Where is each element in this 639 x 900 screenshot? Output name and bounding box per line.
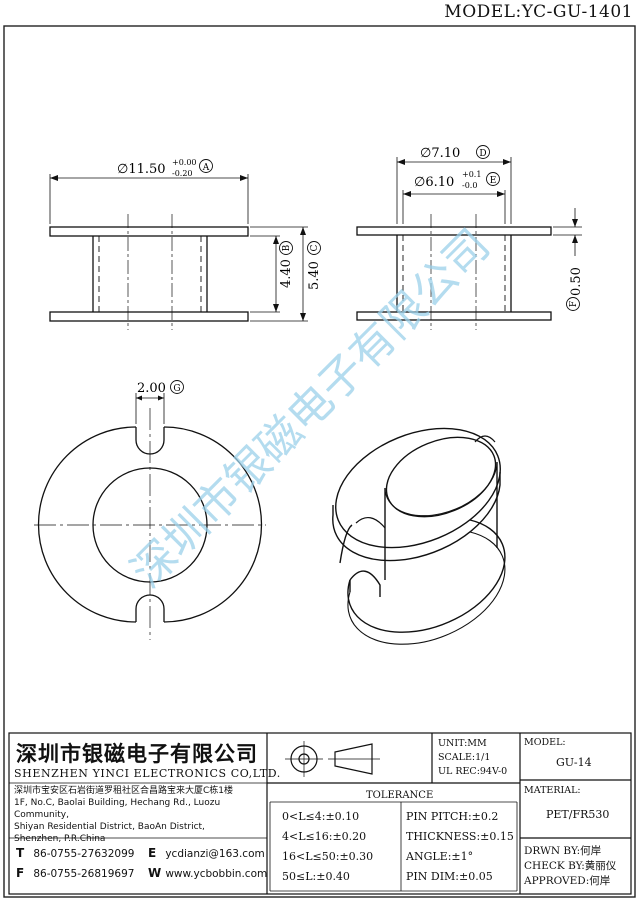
dim-b-ref: B bbox=[282, 244, 292, 251]
tolerance-left-item: 4<L≤16:±0.20 bbox=[282, 830, 367, 843]
drawing-frame bbox=[3, 25, 636, 898]
dim-e-tol-plus: +0.1 bbox=[462, 170, 481, 179]
address-line: Shiyan Residential District, BaoAn Distr… bbox=[14, 821, 205, 832]
tolerance-right-item: PIN PITCH:±0.2 bbox=[406, 810, 499, 823]
dim-d-value: ∅7.10 bbox=[420, 146, 460, 161]
address-line: Shenzhen, P.R.China bbox=[14, 833, 106, 844]
side-view-right bbox=[356, 157, 582, 330]
fax-number: 86-0755-26819697 bbox=[33, 868, 135, 880]
model-label: MODEL: bbox=[524, 737, 566, 748]
dim-f-value: 0.50 bbox=[569, 267, 584, 296]
title-block bbox=[8, 732, 632, 895]
dim-e-ref: E bbox=[490, 176, 497, 186]
dim-d-ref: D bbox=[479, 149, 486, 159]
phone-row: T 86-0755-27632099 bbox=[16, 846, 134, 860]
tolerance-title: TOLERANCE bbox=[366, 790, 434, 801]
phone-number: 86-0755-27632099 bbox=[33, 848, 135, 860]
tolerance-left-item: 16<L≤50:±0.30 bbox=[282, 850, 374, 863]
model-value: GU-14 bbox=[556, 756, 592, 769]
dim-a-tol-minus: -0.20 bbox=[172, 169, 193, 178]
top-view bbox=[34, 393, 266, 640]
model-code-header: MODEL:YC-GU-1401 bbox=[444, 2, 633, 22]
scale-spec: SCALE:1/1 bbox=[438, 752, 491, 763]
dim-g-value: 2.00 bbox=[137, 381, 166, 396]
web-row: W www.ycbobbin.com bbox=[148, 866, 267, 880]
dim-g-ref: G bbox=[173, 384, 180, 394]
email-row: E ycdianzi@163.com bbox=[148, 846, 265, 860]
tolerance-right-item: THICKNESS:±0.15 bbox=[406, 830, 514, 843]
tolerance-right-item: PIN DIM:±0.05 bbox=[406, 870, 493, 883]
dim-c-ref: C bbox=[310, 244, 320, 251]
email-label: E bbox=[148, 846, 157, 860]
isometric-view bbox=[332, 427, 506, 645]
address-line: 1F, No.C, Baolai Building, Hechang Rd., … bbox=[14, 797, 221, 820]
phone-label: T bbox=[16, 846, 25, 860]
dim-e-value: ∅6.10 bbox=[414, 175, 454, 190]
company-address: 深圳市宝安区石岩街道罗租社区合昌路宝来大厦C栋1楼 1F, No.C, Baol… bbox=[14, 786, 269, 845]
tolerance-left-item: 0<L≤4:±0.10 bbox=[282, 810, 360, 823]
address-line: 深圳市宝安区石岩街道罗租社区合昌路宝来大厦C栋1楼 bbox=[14, 786, 234, 796]
unit-spec: UNIT:MM bbox=[438, 738, 487, 749]
dim-f-ref: F bbox=[569, 301, 579, 307]
dim-c-value: 5.40 bbox=[307, 261, 322, 290]
tolerance-left-item: 50≤L:±0.40 bbox=[282, 870, 350, 883]
dim-e-tol-minus: -0.0 bbox=[462, 181, 477, 190]
side-view-left bbox=[49, 174, 308, 330]
email-address: ycdianzi@163.com bbox=[165, 848, 265, 860]
material-label: MATERIAL: bbox=[524, 785, 581, 796]
company-name-cn: 深圳市银磁电子有限公司 bbox=[16, 741, 258, 766]
dim-b-value: 4.40 bbox=[279, 259, 294, 288]
material-value: PET/FR530 bbox=[546, 808, 610, 821]
fax-label: F bbox=[16, 866, 25, 880]
ul-rec-spec: UL REC:94V-0 bbox=[438, 766, 508, 777]
dim-a-value: ∅11.50 bbox=[117, 162, 166, 177]
website: www.ycbobbin.com bbox=[165, 868, 268, 880]
company-name-en: SHENZHEN YINCI ELECTRONICS CO,LTD. bbox=[14, 767, 281, 780]
drawn-by: DRWN BY:何岸 bbox=[524, 845, 602, 857]
dim-a-ref: A bbox=[202, 163, 210, 173]
fax-row: F 86-0755-26819697 bbox=[16, 866, 134, 880]
dim-a-tol-plus: +0.00 bbox=[172, 158, 197, 167]
web-label: W bbox=[148, 866, 162, 880]
tolerance-right-item: ANGLE:±1° bbox=[406, 850, 474, 863]
approved-by: APPROVED:何岸 bbox=[524, 875, 611, 887]
checked-by: CHECK BY:黄丽仪 bbox=[524, 860, 617, 872]
